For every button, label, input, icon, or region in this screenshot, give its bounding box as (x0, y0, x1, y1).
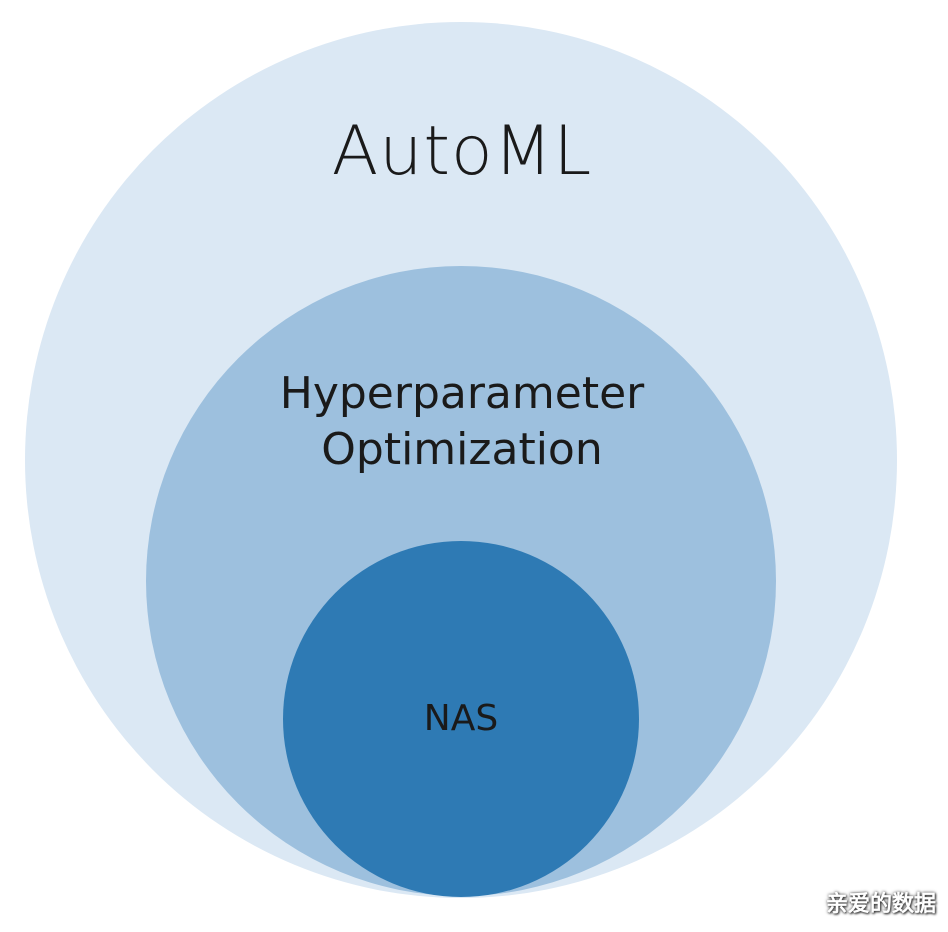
hpo-label-line1: Hyperparameter (279, 368, 645, 419)
nas-circle (283, 541, 639, 897)
automl-label: AutoML (331, 112, 593, 191)
hpo-label-line2: Optimization (321, 424, 603, 475)
nas-label: NAS (423, 698, 499, 739)
watermark-text: 亲爱的数据 (825, 892, 936, 917)
hyperparameter-optimization-label: Hyperparameter Optimization (0, 366, 924, 478)
